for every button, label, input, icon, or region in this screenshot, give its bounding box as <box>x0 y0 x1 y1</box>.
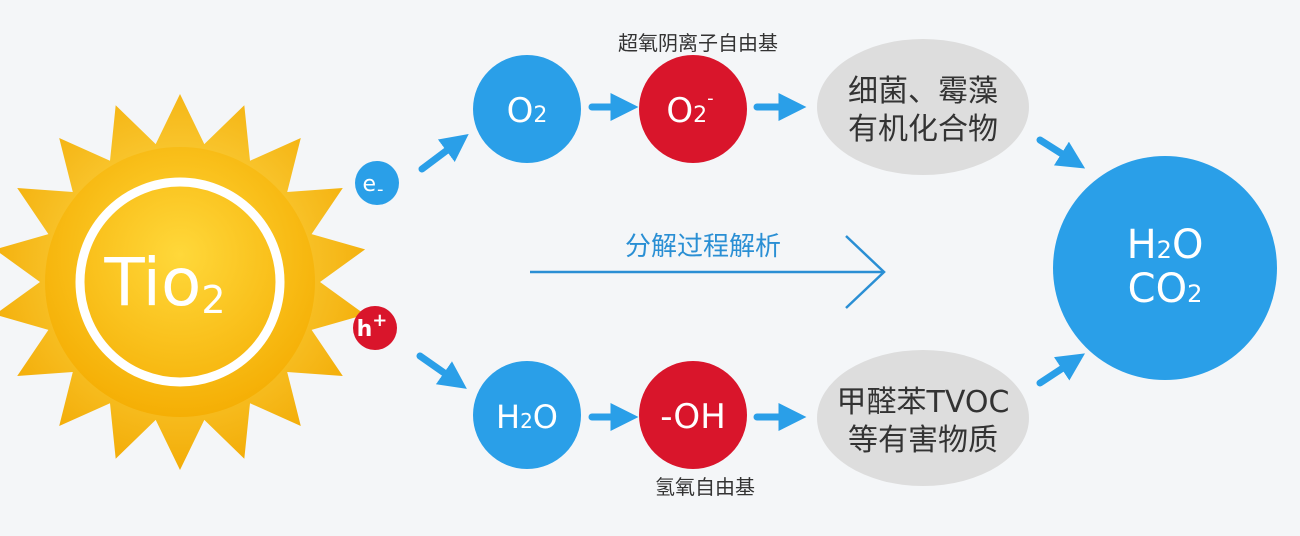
svg-text:细菌、霉藻: 细菌、霉藻 <box>848 74 998 109</box>
svg-text:CO2: CO2 <box>1128 266 1203 312</box>
svg-text:h+: h+ <box>357 310 388 342</box>
svg-text:O2-: O2- <box>666 88 713 131</box>
sun-ring <box>75 177 285 387</box>
h2o-node: H2O <box>473 361 581 469</box>
arrow-electron-to-o2 <box>418 133 469 173</box>
process-arrowhead-icon <box>845 235 886 309</box>
svg-text:-OH: -OH <box>660 397 726 437</box>
superoxide-caption: 超氧阴离子自由基 <box>618 31 778 55</box>
hydroxyl-node: -OH <box>639 361 747 469</box>
tio2-sun: Tio2 <box>0 94 366 470</box>
product-node: H2O CO2 <box>1053 156 1277 380</box>
arrow-bacteria-to-product <box>1036 136 1086 169</box>
svg-text:等有害物质: 等有害物质 <box>848 423 998 458</box>
svg-text:甲醛苯TVOC: 甲醛苯TVOC <box>837 385 1010 420</box>
bacteria-target-node: 细菌、霉藻 有机化合物 <box>817 39 1029 175</box>
process-label: 分解过程解析 <box>625 232 781 262</box>
process-indicator: 分解过程解析 <box>530 232 886 309</box>
arrow-hole-to-h2o <box>416 352 467 389</box>
flow-arrows <box>416 93 1086 431</box>
superoxide-node: O2- <box>639 55 747 163</box>
sun-label: Tio2 <box>103 244 225 322</box>
o2-node: O2 <box>473 55 581 163</box>
sun-core <box>45 147 315 417</box>
arrow-voc-to-product <box>1036 353 1086 387</box>
svg-text:H2O: H2O <box>496 398 558 436</box>
electron-carrier: e- <box>355 161 399 205</box>
svg-text:O2: O2 <box>507 91 548 131</box>
hole-carrier: h+ <box>353 306 397 350</box>
svg-text:H2O: H2O <box>1127 222 1204 268</box>
svg-text:有机化合物: 有机化合物 <box>848 112 998 147</box>
svg-text:e-: e- <box>362 172 383 200</box>
voc-target-node: 甲醛苯TVOC 等有害物质 <box>817 350 1029 486</box>
hydroxyl-caption: 氢氧自由基 <box>655 475 755 499</box>
